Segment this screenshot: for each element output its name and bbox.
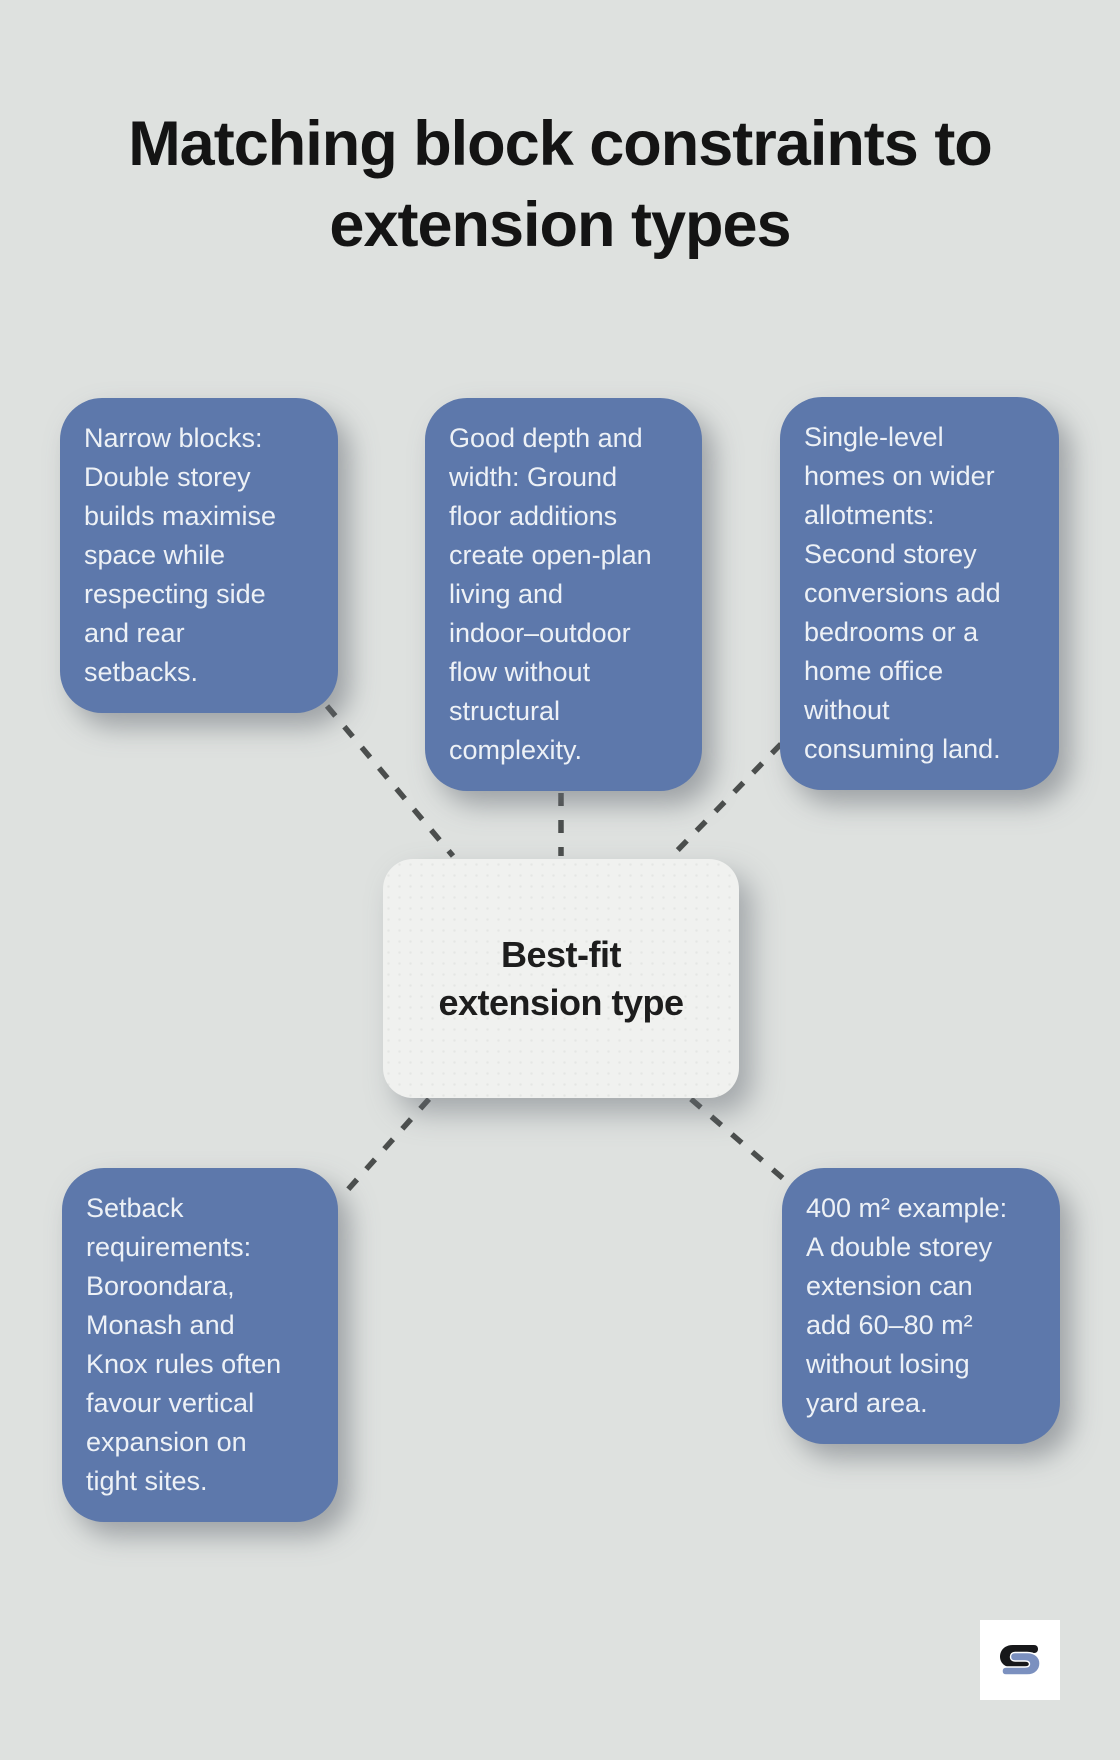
connector-400m2-example bbox=[689, 1096, 788, 1184]
brand-logo-tile bbox=[980, 1620, 1060, 1700]
connector-setback-requirements bbox=[341, 1097, 432, 1196]
page-title: Matching block constraints to extension … bbox=[128, 109, 993, 260]
center-node-best-fit: Best-fit extension type bbox=[383, 859, 739, 1098]
center-node-label: Best-fit extension type bbox=[438, 933, 684, 1023]
node-400m2-example: 400 m² example: A double storey extensio… bbox=[782, 1168, 1060, 1444]
brand-s-logo-icon bbox=[1000, 1645, 1041, 1676]
node-narrow-blocks: Narrow blocks: Double storey builds maxi… bbox=[60, 398, 338, 713]
node-setback-requirements: Setback requirements: Boroondara, Monash… bbox=[62, 1168, 338, 1522]
node-good-depth-and-width: Good depth and width: Ground floor addit… bbox=[425, 398, 702, 791]
node-single-level-homes: Single-level homes on wider allotments: … bbox=[780, 397, 1059, 790]
